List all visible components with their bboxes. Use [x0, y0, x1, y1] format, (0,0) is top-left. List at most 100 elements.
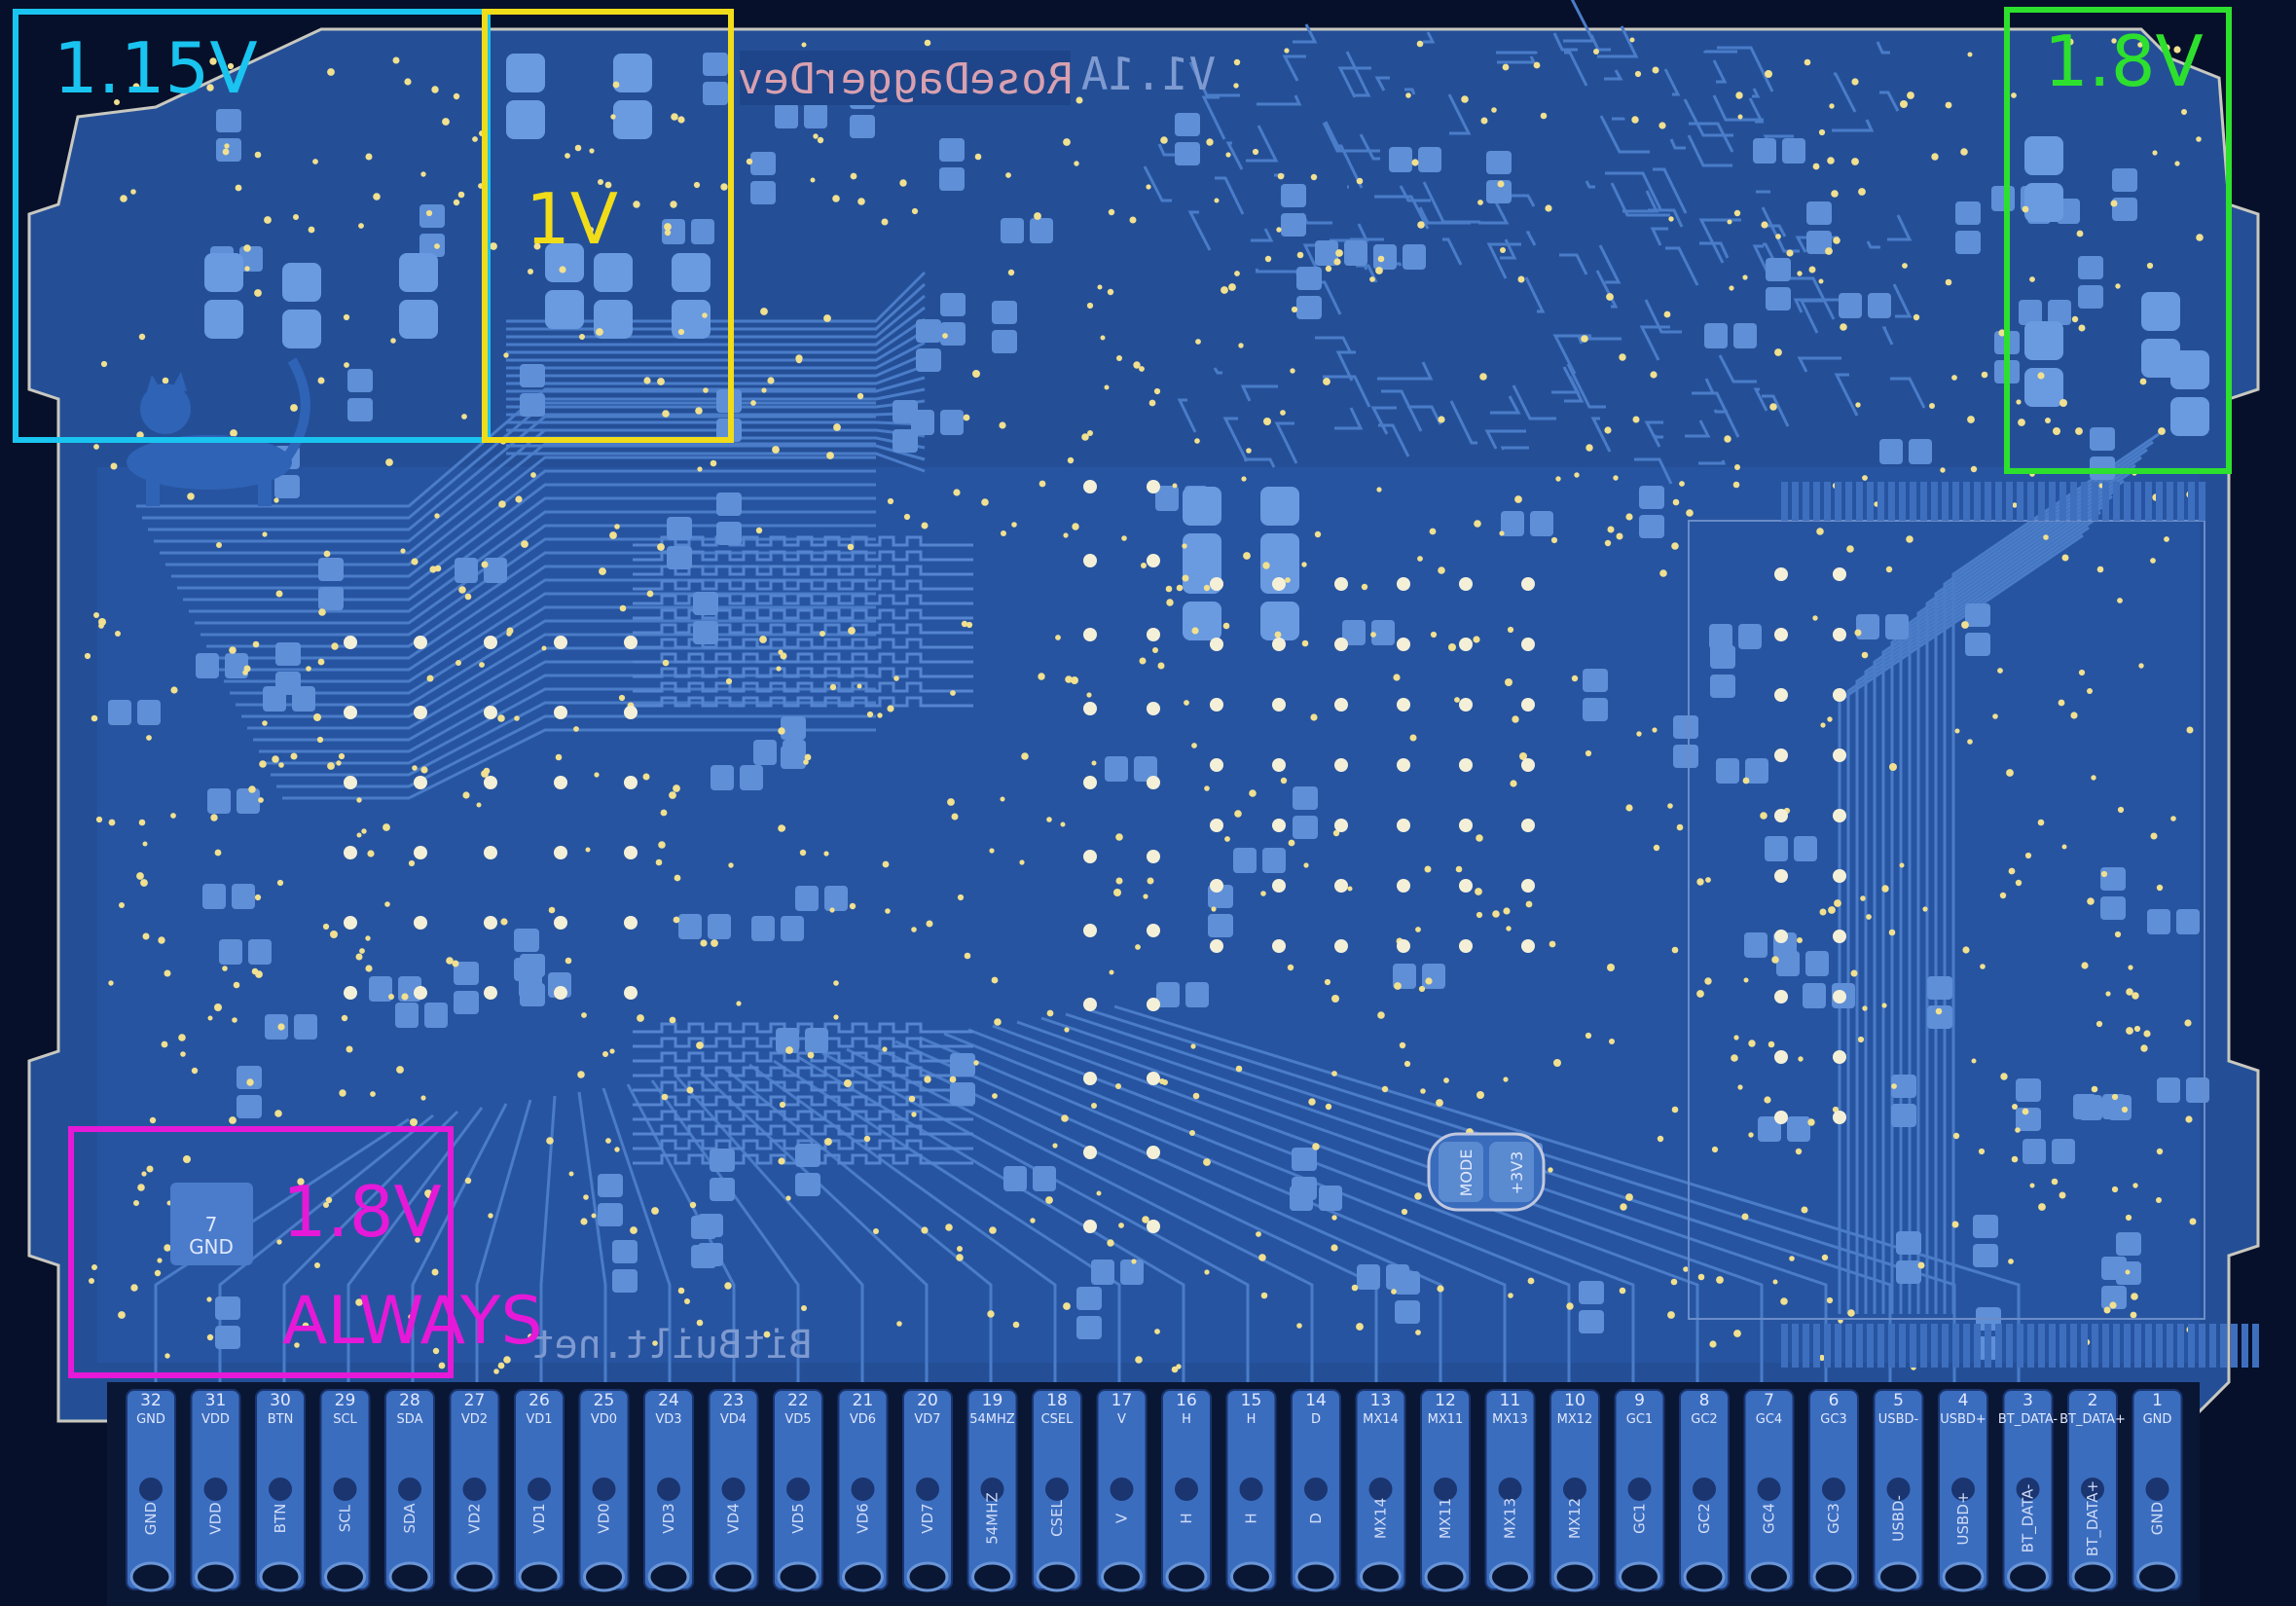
ffc-pad — [1813, 1324, 1820, 1368]
connector-pin-net-vertical: MX13 — [1502, 1498, 1519, 1539]
via — [1510, 780, 1517, 787]
via — [1549, 940, 1556, 948]
bga-pad — [1210, 698, 1223, 712]
bga-pad — [484, 636, 497, 649]
via — [1052, 1143, 1058, 1149]
via — [130, 1284, 138, 1292]
connector-pin-via — [1239, 1478, 1263, 1501]
passive-component — [2023, 1139, 2075, 1164]
via — [2070, 712, 2078, 719]
via — [1152, 647, 1158, 653]
via — [1296, 251, 1304, 259]
via — [885, 908, 891, 914]
via — [1491, 107, 1497, 113]
passive-component — [1233, 848, 1286, 873]
bga-pad — [1147, 776, 1160, 789]
via — [2126, 988, 2133, 996]
via — [1760, 812, 1768, 820]
via — [1310, 713, 1318, 721]
via — [619, 604, 627, 612]
via — [434, 565, 442, 572]
ffc-pad — [1888, 1324, 1895, 1368]
via — [660, 809, 668, 817]
bga-pad — [1272, 879, 1286, 893]
via — [598, 179, 603, 185]
connector-pin-net-vertical: GC3 — [1825, 1503, 1842, 1534]
via — [191, 1067, 199, 1075]
via — [425, 209, 433, 217]
via — [614, 1147, 620, 1152]
via — [157, 1258, 163, 1263]
ffc-pad — [2167, 1324, 2173, 1368]
via — [1818, 278, 1824, 284]
via — [1241, 476, 1247, 482]
via — [146, 1165, 154, 1173]
connector-pin-net: BT_DATA- — [1998, 1412, 2059, 1427]
via — [1381, 1085, 1389, 1093]
via — [711, 939, 718, 947]
via — [302, 1322, 310, 1330]
ffc-pad — [1899, 1324, 1906, 1368]
via — [2184, 1019, 2192, 1027]
via — [2087, 688, 2093, 694]
via — [2081, 962, 2089, 969]
via — [1764, 1096, 1771, 1104]
via — [2130, 1311, 2137, 1319]
connector-pin-net: VD1 — [526, 1412, 552, 1427]
via — [118, 1311, 126, 1319]
via — [1116, 355, 1122, 361]
via — [1679, 481, 1685, 487]
bga-pad — [1147, 702, 1160, 715]
via — [1109, 969, 1114, 975]
ffc-pad — [2017, 482, 2023, 521]
via — [1653, 844, 1660, 852]
via — [497, 1362, 505, 1369]
ffc-pad — [1910, 482, 1916, 521]
via — [1840, 323, 1847, 331]
via — [2043, 534, 2049, 540]
connector-pin-net-vertical: GND — [142, 1502, 160, 1535]
via — [1826, 1296, 1834, 1304]
connector-pin: 2BT_DATA+BT_DATA+ — [2059, 1389, 2126, 1592]
trace — [171, 469, 876, 578]
trace — [1215, 176, 1245, 215]
trace — [1564, 51, 1588, 87]
connector-pin-number: 3 — [2023, 1391, 2033, 1410]
connector-pin-net-vertical: MX12 — [1566, 1498, 1584, 1539]
via — [1108, 208, 1115, 216]
passive-component — [1716, 758, 1768, 784]
connector-pin-number: 32 — [140, 1391, 162, 1410]
via — [1005, 172, 1011, 178]
connector-pin-via — [139, 1478, 163, 1501]
via — [1303, 862, 1309, 868]
via — [1593, 49, 1599, 55]
capacitor — [282, 263, 321, 348]
ffc-pad — [2167, 482, 2173, 521]
via — [973, 1060, 979, 1066]
via — [1571, 675, 1579, 682]
via — [132, 83, 140, 91]
via — [1204, 785, 1210, 791]
connector-pin-via — [851, 1478, 875, 1501]
via — [2121, 1106, 2129, 1113]
via — [630, 1226, 638, 1234]
connector-pin-number: 27 — [464, 1391, 486, 1410]
trace — [943, 1032, 1571, 1382]
via — [1786, 249, 1794, 257]
connector-pin-number: 31 — [205, 1391, 227, 1410]
ffc-pad — [1867, 482, 1874, 521]
via — [140, 879, 148, 887]
passive-component — [1758, 1116, 1810, 1142]
trace — [1692, 391, 1740, 438]
via — [2051, 1178, 2059, 1186]
bga-pad — [1774, 1050, 1788, 1064]
via — [795, 354, 803, 362]
ffc-pad — [1985, 1324, 1991, 1368]
via — [98, 623, 104, 629]
via — [1729, 285, 1734, 291]
connector-pin-hole — [1942, 1561, 1985, 1592]
via — [1971, 1058, 1977, 1064]
via — [385, 458, 393, 466]
